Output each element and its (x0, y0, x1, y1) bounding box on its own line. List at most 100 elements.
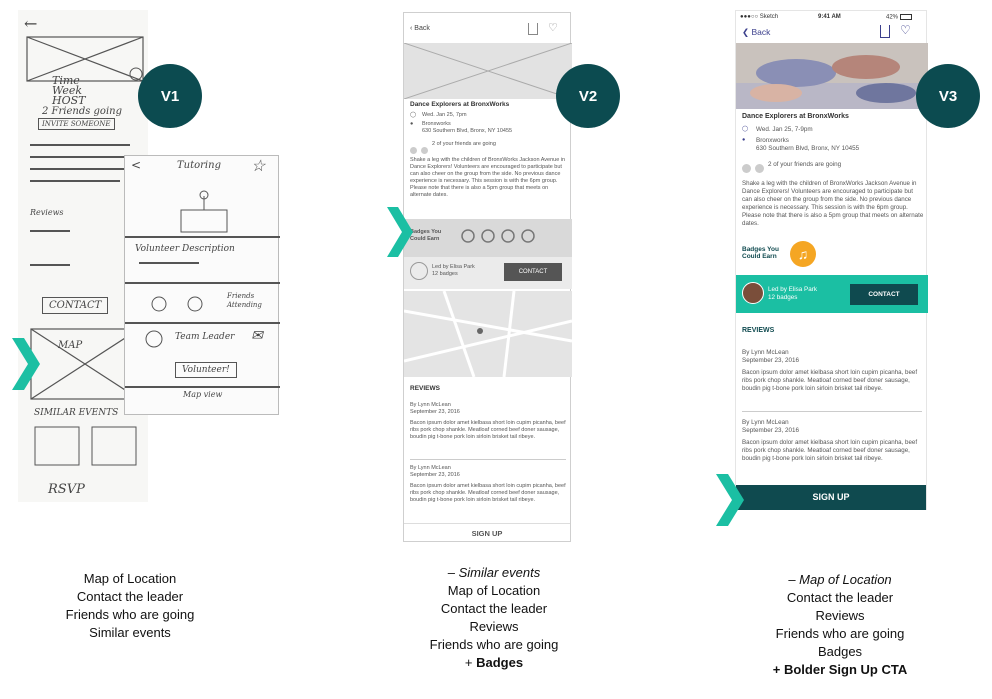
star-icon: ☆ (251, 156, 266, 175)
v2-review1-author: By Lynn McLean (410, 402, 451, 408)
v2-leader-name: Led by Elisa Park (432, 264, 475, 270)
sketch-contact[interactable]: CONTACT (42, 297, 109, 314)
caption-v3-added: + Bolder Sign Up CTA (750, 661, 930, 679)
caption-v2-line: Friends who are going (429, 637, 559, 652)
caption-v1: Map of Location Contact the leader Frien… (40, 570, 220, 642)
sketch-similar-cards (34, 426, 137, 466)
mail-icon[interactable]: ✉ (251, 328, 263, 344)
v3-review1-author: By Lynn McLean (742, 349, 789, 356)
caption-v2-line: Map of Location (447, 583, 541, 598)
sketch-similar: SIMILAR EVENTS (34, 408, 119, 418)
back-chevron-icon: < (131, 158, 142, 172)
sketch-v1-detail: < Tutoring ☆ Volunteer Description Frien… (124, 155, 280, 415)
v3-signup-button[interactable]: SIGN UP (736, 485, 926, 510)
v3-leader-section: Led by Elisa Park 12 badges CONTACT (736, 275, 928, 313)
v2-leader-badges: 12 badges (432, 271, 458, 277)
v2-badges-section: Badges You Could Earn (404, 219, 572, 257)
v2-leader-avatar (410, 262, 428, 280)
sketch-volunteer-desc: Volunteer Description (135, 244, 235, 254)
sketch-week: Week (52, 84, 83, 97)
caption-v3-removed: – Map of Location (750, 571, 930, 589)
v3-contact-button[interactable]: CONTACT (850, 284, 918, 305)
v3-address: 630 Southern Blvd, Bronx, NY 10455 (756, 145, 860, 152)
v2-review2-author: By Lynn McLean (410, 465, 451, 471)
v3-review1-text: Bacon ipsum dolor amet kielbasa short lo… (742, 369, 918, 392)
v2-event-title: Dance Explorers at BronxWorks (410, 101, 510, 108)
chevron-right-icon (387, 207, 413, 257)
sketch-time: Time (52, 74, 80, 87)
v3-venue: Bronxworks (756, 137, 789, 144)
version-badge-v3: V3 (916, 64, 980, 128)
caption-v3-line: Friends who are going (775, 626, 905, 641)
v2-review2-date: September 23, 2016 (410, 472, 460, 478)
v2-address: 630 Southern Blvd, Bronx, NY 10455 (422, 128, 513, 134)
chevron-right-icon (716, 474, 744, 526)
caption-v3-line: Contact the leader (786, 590, 894, 605)
v3-friend-avatars (742, 160, 768, 173)
sketch-team-leader: Team Leader (175, 332, 235, 342)
caption-v2-line: Contact the leader (440, 601, 548, 616)
v3-status-battery: 42% (886, 14, 912, 21)
caption-v2: – Similar events Map of Location Contact… (404, 564, 584, 672)
caption-v3-line: Reviews (815, 608, 865, 623)
v2-hero-placeholder (404, 43, 572, 99)
caption-v2-italic: – Similar events (447, 565, 541, 580)
v3-leader-name: Led by Elisa Park (768, 286, 818, 293)
sketch-rsvp[interactable]: RSVP (48, 482, 85, 497)
sketch-plant-illustration (180, 190, 228, 233)
image-placeholder (26, 36, 144, 82)
caption-v3-bold: + Bolder Sign Up CTA (772, 662, 908, 677)
caption-v3: – Map of Location Contact the leader Rev… (750, 571, 930, 679)
v2-reviews-heading: REVIEWS (410, 385, 440, 392)
battery-icon (899, 14, 912, 20)
caption-v1-line: Contact the leader (76, 589, 184, 604)
v2-description: Shake a leg with the children of BronxWo… (410, 157, 566, 198)
v3-back-label: Back (751, 27, 771, 37)
caption-v2-added: + Badges (404, 654, 584, 672)
v3-back-button[interactable]: ❮ Back (742, 27, 771, 37)
caption-v1-line: Map of Location (83, 571, 177, 586)
heart-icon[interactable]: ♡ (548, 22, 558, 34)
v2-date: Wed. Jan 25, 7pm (422, 112, 467, 118)
sketch-map: MAP (58, 340, 83, 351)
caption-v1-line: Friends who are going (65, 607, 195, 622)
v2-friends-going: 2 of your friends are going (432, 141, 496, 147)
v2-signup-button[interactable]: SIGN UP (404, 523, 570, 543)
share-icon[interactable] (880, 25, 890, 38)
sketch-leader-avatar (145, 330, 163, 348)
sketch-map-view[interactable]: Map view (183, 390, 223, 399)
v2-contact-button[interactable]: CONTACT (504, 263, 562, 281)
sketch-volunteer-button[interactable]: Volunteer! (175, 362, 237, 378)
wireframe-v2: ‹ Back ♡ Dance Explorers at BronxWorks ◯… (403, 12, 572, 543)
chevron-right-icon (12, 338, 40, 390)
v3-review2-author: By Lynn McLean (742, 419, 789, 426)
share-icon[interactable] (528, 23, 538, 35)
v3-hero-photo (736, 43, 928, 109)
clock-icon: ◯ (410, 112, 417, 118)
v3-leader-avatar (742, 282, 764, 304)
v2-map[interactable] (404, 291, 572, 377)
sketch-friends-attending: Friends Attending (227, 292, 262, 309)
caption-v2-bold: Badges (476, 655, 524, 670)
v2-leader-section: Led by Elisa Park 12 badges CONTACT (404, 257, 572, 289)
caption-v2-line: Reviews (469, 619, 519, 634)
v3-status-time: 9:41 AM (818, 14, 841, 20)
v2-back-label: Back (414, 25, 430, 32)
v2-back-button[interactable]: ‹ Back (410, 25, 430, 32)
heart-icon[interactable]: ♡ (900, 23, 911, 37)
mockup-v3: ●●●○○ Sketch 9:41 AM 42% ❮ Back ♡ Dance … (735, 10, 928, 510)
award-icons (461, 229, 535, 243)
v3-battery-label: 42% (886, 14, 899, 21)
caption-v1-line: Similar events (89, 625, 171, 640)
v3-description: Shake a leg with the children of BronxWo… (742, 180, 924, 227)
sketch-invite[interactable]: INVITE SOMEONE (38, 118, 115, 130)
pin-icon: ● (410, 121, 414, 127)
v2-review2-text: Bacon ipsum dolor amet kielbasa short lo… (410, 483, 566, 503)
v3-friends-going: 2 of your friends are going (768, 161, 842, 168)
v3-status-carrier: ●●●○○ Sketch (740, 14, 779, 20)
v2-venue: Bronxworks (422, 121, 451, 127)
caption-v3-line: Badges (817, 644, 863, 659)
v3-review2-text: Bacon ipsum dolor amet kielbasa short lo… (742, 439, 918, 462)
sketch-reviews: Reviews (30, 208, 64, 217)
clock-icon: ◯ (742, 126, 749, 132)
